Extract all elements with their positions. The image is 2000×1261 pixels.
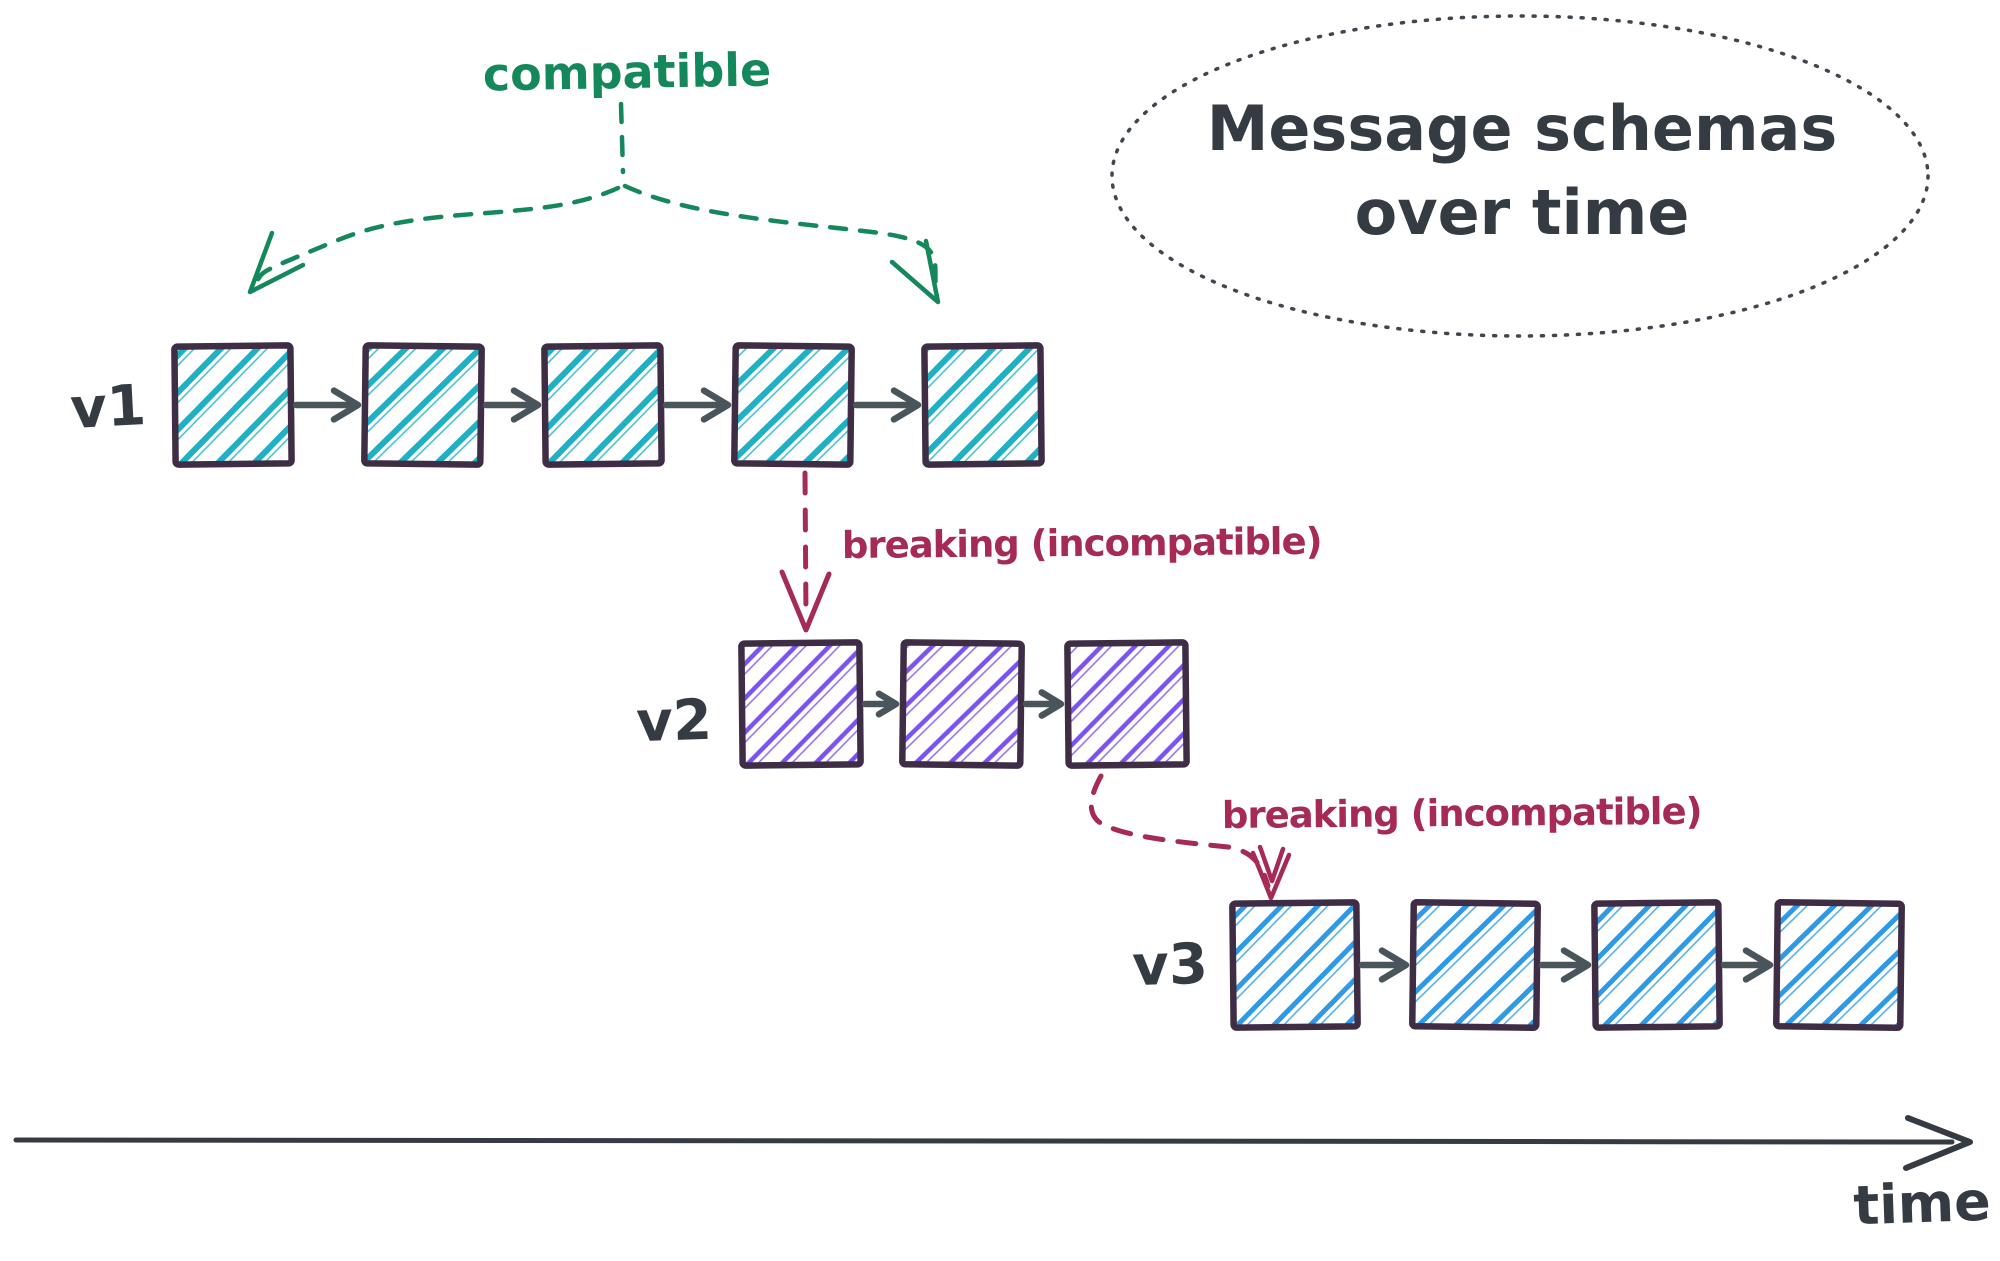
schema-box [738, 639, 864, 769]
box-arrowhead-icon [1038, 689, 1065, 719]
box-arrowhead-icon [1378, 947, 1410, 983]
box-arrowhead-icon [1742, 947, 1774, 983]
schema-box [1591, 899, 1723, 1031]
time-axis-arrowhead-icon [1903, 1115, 1973, 1171]
time-axis-label: time [1852, 1170, 1991, 1238]
schema-box [361, 342, 485, 468]
schema-row-v3 [1229, 899, 1905, 1031]
breaking-label-v2-v3: breaking (incompatible) [1222, 790, 1702, 837]
diagram-title-line1: Message schemas [1207, 92, 1838, 165]
breaking-arrow-v1-v2 [802, 470, 809, 621]
box-arrowhead-icon [875, 690, 900, 718]
diagram-title-line2: over time [1355, 176, 1690, 249]
box-arrowhead-icon [1560, 947, 1592, 983]
box-arrowhead-icon [700, 387, 732, 423]
box-arrowhead-icon [330, 387, 362, 423]
row-label-v3: v3 [1131, 932, 1209, 1000]
breaking-arrowhead-v2-v3-icon [1250, 844, 1292, 901]
time-axis [13, 1137, 1955, 1145]
schema-box [541, 342, 665, 468]
row-label-v2: v2 [635, 688, 713, 756]
box-arrowhead-icon [890, 387, 922, 423]
row-label-v1: v1 [69, 373, 148, 442]
title-ellipse [1110, 14, 1930, 338]
compatible-arrowhead-left-icon [247, 230, 306, 295]
breaking-arrowhead-v1-v2-icon [779, 569, 832, 633]
schema-box [171, 342, 295, 468]
schema-box [921, 342, 1045, 468]
schema-box [899, 639, 1025, 769]
schema-box [1773, 899, 1905, 1031]
compatible-arrowhead-right-icon [889, 238, 941, 305]
schema-row-v2 [738, 639, 1190, 769]
compatible-label: compatible [482, 42, 771, 101]
schema-box [1064, 639, 1190, 769]
schema-box [1409, 899, 1541, 1031]
compatible-connector-stem [618, 101, 626, 175]
breaking-arrow-v2-v3 [1088, 773, 1271, 889]
schema-box [731, 342, 855, 468]
schema-box [1229, 899, 1361, 1031]
compatible-arrow-right [622, 183, 940, 299]
breaking-label-v1-v2: breaking (incompatible) [842, 520, 1322, 567]
schema-row-v1 [171, 342, 1045, 468]
box-arrowhead-icon [510, 387, 542, 423]
compatible-arrow-left [249, 185, 621, 291]
